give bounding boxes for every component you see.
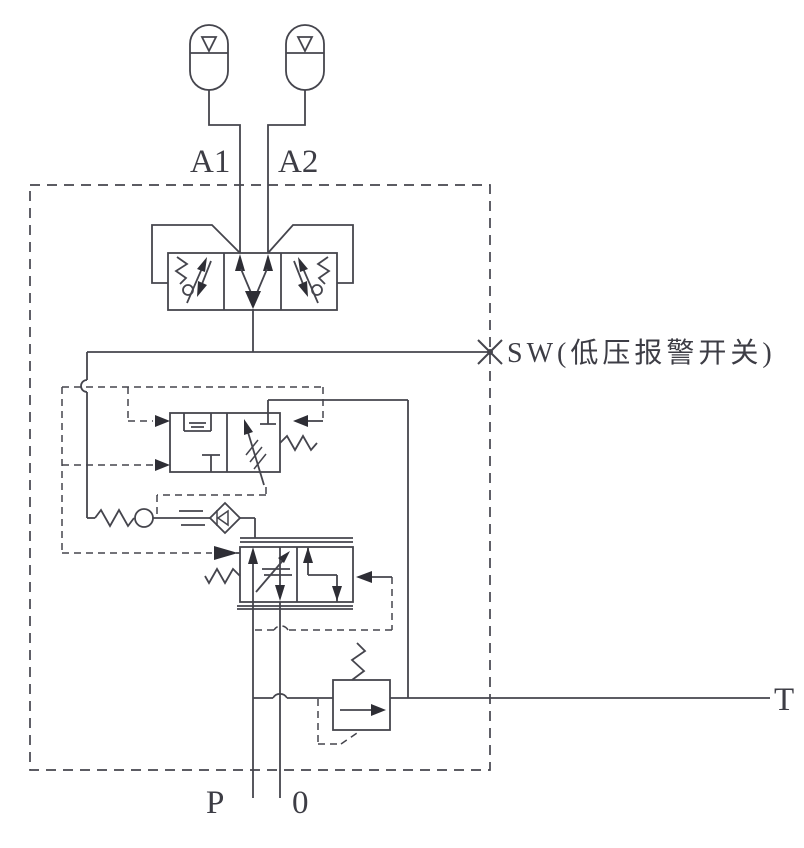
- check-poppet-icon: [216, 509, 229, 527]
- spring-icon: [316, 256, 331, 285]
- accumulator-2: [267, 24, 325, 253]
- port-a2-label: A2: [278, 144, 318, 180]
- up-arrow-icon: [263, 254, 273, 271]
- relief-valve: [332, 642, 391, 731]
- valve-rails: [237, 537, 353, 610]
- down-arrow-icon: [275, 585, 285, 601]
- arrow-icon: [197, 257, 207, 272]
- spring-icon: [94, 508, 135, 528]
- gas-triangle-icon: [200, 36, 218, 54]
- throttle-diagonal: [246, 428, 265, 486]
- port-p-label: P: [206, 785, 224, 821]
- main-supply-line: [80, 351, 490, 518]
- cup-symbol: [183, 413, 212, 432]
- top-port-bar: [260, 400, 276, 425]
- lower-valve: [204, 537, 392, 610]
- spring-icon: [350, 642, 367, 681]
- spring-icon: [204, 567, 241, 585]
- pilot-arrow-icon: [155, 459, 170, 471]
- orifice-icon: [179, 510, 205, 526]
- arrow-icon: [244, 419, 253, 435]
- up-arrow-icon: [303, 547, 313, 563]
- port-lines: [252, 602, 770, 798]
- up-arrow-icon: [248, 547, 258, 564]
- pressure-switch-point: [477, 339, 503, 365]
- pilot-line-network: [61, 386, 393, 745]
- pilot-arrow-icon: [155, 415, 170, 427]
- blocked-port-symbol: [202, 454, 220, 472]
- pilot-arrow-icon: [214, 546, 238, 560]
- a1-line: [208, 90, 241, 253]
- right-tab: [267, 224, 354, 284]
- adjust-arrow: [255, 557, 286, 593]
- enclosure-boundary: [29, 184, 491, 771]
- left-tab: [151, 224, 241, 284]
- accumulator-1: [189, 24, 241, 253]
- arrow-icon: [197, 281, 207, 297]
- tank-return-line: [268, 399, 409, 698]
- check-orifice-line: [87, 501, 256, 538]
- merge-arrow-icon: [245, 291, 261, 309]
- arrow-icon: [278, 551, 290, 563]
- port-t-label: T: [774, 682, 794, 718]
- gas-triangle-icon: [296, 36, 314, 54]
- pilot-arrow-icon: [293, 415, 308, 427]
- arrow-icon: [298, 281, 308, 297]
- valve-body: [332, 679, 391, 731]
- spring-icon: [174, 256, 189, 285]
- up-arrow-icon: [235, 254, 245, 271]
- hatch-marks: [245, 439, 267, 470]
- pressure-switch-label: SW(低压报警开关): [507, 337, 776, 369]
- flow-arrow-icon: [371, 704, 386, 716]
- line-hop: [272, 692, 288, 699]
- line-hop: [273, 625, 289, 631]
- arrow-icon: [298, 257, 308, 272]
- port-o-label: 0: [292, 785, 309, 821]
- port-a1-label: A1: [190, 144, 230, 180]
- top-valve: [151, 224, 354, 352]
- line-hop: [80, 379, 88, 393]
- a2-line: [267, 90, 306, 253]
- middle-valve: [155, 399, 409, 698]
- spring-icon: [279, 434, 318, 452]
- down-arrow-icon: [332, 586, 342, 601]
- pilot-arrow-icon: [356, 571, 372, 583]
